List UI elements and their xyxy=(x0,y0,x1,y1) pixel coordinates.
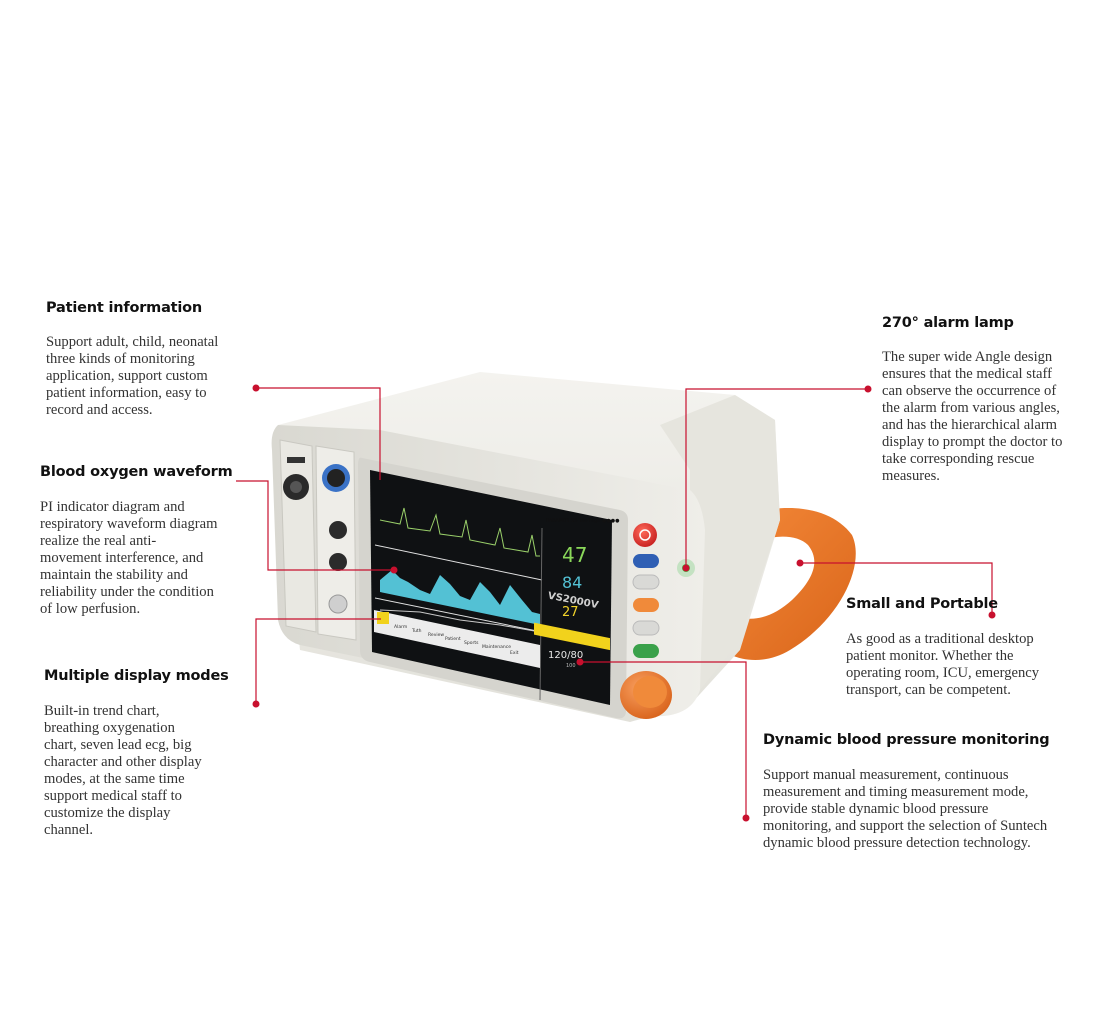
temp-connector-2[interactable] xyxy=(329,553,347,571)
nibp-value: 120/80 xyxy=(548,650,583,661)
blood-pressure-line: provide stable dynamic blood pressure xyxy=(763,801,989,817)
blood-pressure-title: Dynamic blood pressure monitoring xyxy=(763,732,1050,748)
blood-oxygen-line: maintain the stability and xyxy=(40,567,188,583)
menu-item-maintenance[interactable]: Maintenance xyxy=(482,644,511,650)
patient-info-line: three kinds of monitoring xyxy=(46,351,195,367)
portable-line: patient monitor. Whether the xyxy=(846,648,1014,664)
alarm-lamp-line: the alarm from various angles, xyxy=(882,400,1060,416)
display-modes-title: Multiple display modes xyxy=(44,668,229,684)
alarm-lamp-line: display to prompt the doctor to xyxy=(882,434,1063,450)
blood-oxygen-line: movement interference, and xyxy=(40,550,204,566)
menu-item-exit[interactable]: Exit xyxy=(510,650,519,656)
callout-leaders xyxy=(236,387,993,818)
alarm-lamp-desc: The super wide Angle design ensures that… xyxy=(882,349,1062,485)
alarm-lamp-line: and has the hierarchical alarm xyxy=(882,417,1058,433)
blood-oxygen-line: PI indicator diagram and xyxy=(40,499,185,515)
menu-item-tuth[interactable]: Tuth xyxy=(411,628,422,634)
resp-value: 27 xyxy=(562,605,579,620)
alarm-lamp-line: can observe the occurrence of xyxy=(882,383,1057,399)
blood-pressure-line: measurement and timing measurement mode, xyxy=(763,784,1029,800)
menu-item-review[interactable]: Review xyxy=(428,632,444,638)
alarm-lamp-line: ensures that the medical staff xyxy=(882,366,1052,382)
display-modes-line: modes, at the same time xyxy=(44,771,185,787)
nibp-connector[interactable] xyxy=(328,594,348,614)
alarm-lamp-line: The super wide Angle design xyxy=(882,349,1053,365)
blood-oxygen-desc: PI indicator diagram and respiratory wav… xyxy=(40,499,217,618)
blood-oxygen-line: reliability under the condition xyxy=(40,584,214,600)
patient-info-line: Support adult, child, neonatal xyxy=(46,334,219,350)
portable-line: transport, can be competent. xyxy=(846,682,1011,698)
patient-info-desc: Support adult, child, neonatal three kin… xyxy=(46,334,218,419)
patient-info-line: application, support custom xyxy=(46,368,208,384)
record-button[interactable] xyxy=(633,598,659,612)
blood-oxygen-title: Blood oxygen waveform xyxy=(40,464,233,480)
alarm-lamp-line: take corresponding rescue xyxy=(882,451,1035,467)
blood-pressure-line: monitoring, and support the selection of… xyxy=(763,818,1048,834)
freeze-button[interactable] xyxy=(632,574,660,590)
callout-dots xyxy=(252,384,996,822)
alarm-silence-button[interactable] xyxy=(633,523,657,547)
patient-info-line: patient information, easy to xyxy=(46,385,207,401)
power-button[interactable] xyxy=(633,644,659,658)
menu-item-sports[interactable]: Sports xyxy=(464,640,479,646)
blood-pressure-line: Support manual measurement, continuous xyxy=(763,767,1009,783)
portable-line: operating room, ICU, emergency xyxy=(846,665,1040,681)
menu-item-patient[interactable]: Patient xyxy=(445,636,461,642)
patient-info-title: Patient information xyxy=(46,300,203,316)
alarm-lamp-title: 270° alarm lamp xyxy=(882,315,1014,331)
alarm-lamp-line: measures. xyxy=(882,468,940,484)
blood-pressure-desc: Support manual measurement, continuous m… xyxy=(763,767,1047,852)
spo2-value: 84 xyxy=(562,573,582,592)
display-modes-line: chart, seven lead ecg, big xyxy=(44,737,192,753)
connector-panel-right xyxy=(315,445,357,641)
temp-connector-1[interactable] xyxy=(329,521,347,539)
menu-button[interactable] xyxy=(632,620,660,636)
portable-line: As good as a traditional desktop xyxy=(846,631,1034,647)
display-modes-line: support medical staff to xyxy=(44,788,182,804)
blood-oxygen-line: of low perfusion. xyxy=(40,601,141,617)
connector-panel-left xyxy=(279,439,317,633)
menu-bar xyxy=(374,610,540,668)
menu-item-alarm[interactable]: Alarm xyxy=(394,624,407,630)
hr-value: 47 xyxy=(562,543,587,567)
menu-alarm-icon[interactable] xyxy=(377,612,389,624)
portable-desc: As good as a traditional desktop patient… xyxy=(846,631,1039,699)
display-modes-line: customize the display xyxy=(44,805,171,821)
display-modes-line: channel. xyxy=(44,822,94,838)
alarm-banner xyxy=(534,622,610,651)
blood-pressure-line: dynamic blood pressure detection technol… xyxy=(763,835,1031,851)
alarm-banner-text: PARAM01 SS Too High ●●●● xyxy=(546,518,620,524)
blood-oxygen-line: respiratory waveform diagram xyxy=(40,516,218,532)
display-modes-line: character and other display xyxy=(44,754,202,770)
portable-title: Small and Portable xyxy=(846,596,998,612)
display-modes-desc: Built-in trend chart, breathing oxygenat… xyxy=(44,703,202,839)
nibp-start-button[interactable] xyxy=(633,554,659,568)
ecg-waveform xyxy=(379,507,540,557)
nibp-mean-value: 100 xyxy=(566,663,576,669)
display-modes-line: breathing oxygenation xyxy=(44,720,175,736)
blood-oxygen-line: realize the real anti- xyxy=(40,533,157,549)
patient-info-line: record and access. xyxy=(46,402,153,418)
display-modes-line: Built-in trend chart, xyxy=(44,703,160,719)
spo2-waveform xyxy=(380,570,540,625)
